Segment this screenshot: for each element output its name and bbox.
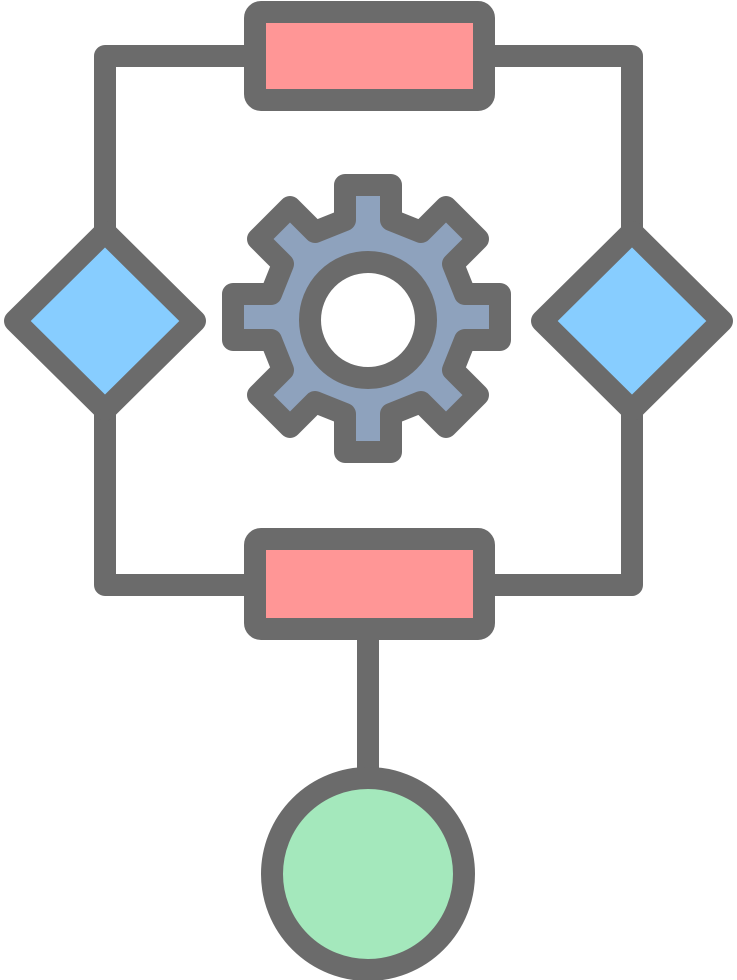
- right-decision-diamond: [531, 221, 733, 421]
- bottom-process-box: [244, 528, 495, 640]
- gear-icon: [222, 174, 511, 463]
- gear-hub: [299, 251, 437, 389]
- bottom-left-connector: [94, 410, 255, 596]
- top-process-box: [244, 1, 495, 111]
- bottom-right-connector: [484, 410, 643, 596]
- left-decision-diamond: [4, 221, 206, 421]
- terminal-circle: [261, 767, 475, 980]
- top-left-connector: [94, 45, 255, 230]
- top-right-connector: [484, 45, 643, 230]
- connector-lines: [94, 45, 643, 780]
